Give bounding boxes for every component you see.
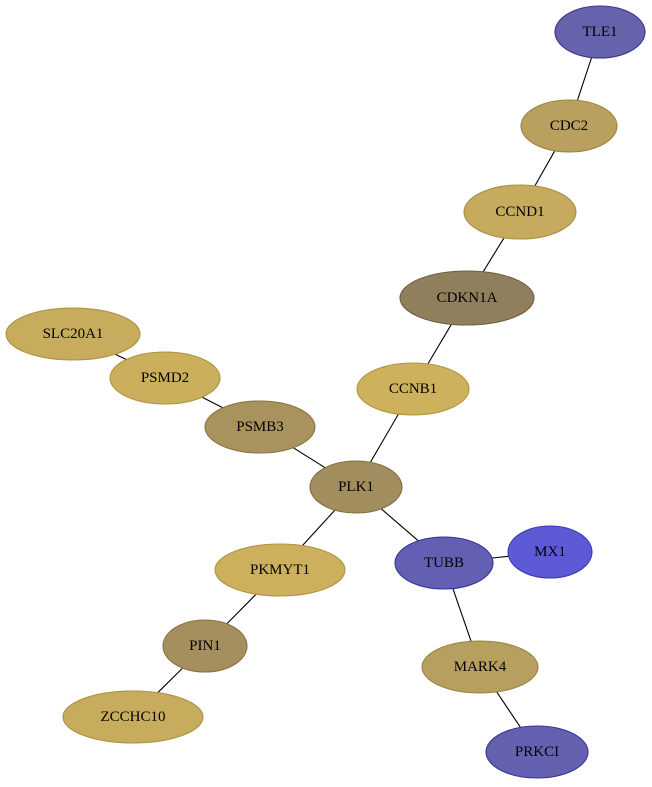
node-shape-pkmyt1[interactable]: [214, 543, 346, 597]
node-shape-cdkn1a[interactable]: [399, 270, 535, 326]
node-label-tle1: TLE1: [583, 24, 618, 40]
node-shape-plk1[interactable]: [309, 460, 403, 514]
node-label-ccnb1: CCNB1: [389, 381, 437, 397]
node-cdc2[interactable]: CDC2: [520, 99, 618, 153]
node-label-prkci: PRKCI: [515, 744, 559, 760]
node-mx1[interactable]: MX1: [507, 525, 593, 579]
node-shape-slc20a1[interactable]: [5, 307, 141, 361]
node-label-tubb: TUBB: [424, 555, 464, 571]
edge-tle1-cdc2: [576, 57, 593, 101]
edges-layer: [114, 57, 593, 728]
node-ccnd1[interactable]: CCND1: [463, 184, 577, 240]
edge-ccnb1-plk1: [369, 413, 399, 463]
node-psmb3[interactable]: PSMB3: [204, 400, 316, 454]
node-plk1[interactable]: PLK1: [309, 460, 403, 514]
node-label-cdkn1a: CDKN1A: [437, 290, 498, 306]
node-shape-mx1[interactable]: [507, 525, 593, 579]
node-label-psmd2: PSMD2: [141, 370, 189, 386]
node-shape-mark4[interactable]: [421, 640, 539, 694]
node-pkmyt1[interactable]: PKMYT1: [214, 543, 346, 597]
node-label-zcchc10: ZCCHC10: [100, 709, 165, 725]
node-cdkn1a[interactable]: CDKN1A: [399, 270, 535, 326]
node-shape-cdc2[interactable]: [520, 99, 618, 153]
node-shape-tubb[interactable]: [394, 536, 494, 590]
node-label-plk1: PLK1: [338, 479, 374, 495]
edge-ccnd1-cdkn1a: [482, 237, 505, 273]
node-shape-pin1[interactable]: [162, 619, 248, 673]
node-pin1[interactable]: PIN1: [162, 619, 248, 673]
node-shape-psmd2[interactable]: [109, 351, 221, 405]
node-label-slc20a1: SLC20A1: [43, 326, 104, 342]
edge-plk1-tubb: [380, 508, 419, 542]
node-tubb[interactable]: TUBB: [394, 536, 494, 590]
node-mark4[interactable]: MARK4: [421, 640, 539, 694]
node-shape-ccnd1[interactable]: [463, 184, 577, 240]
node-ccnb1[interactable]: CCNB1: [356, 362, 470, 416]
edge-pkmyt1-pin1: [226, 593, 257, 625]
edge-psmb3-plk1: [292, 447, 326, 469]
node-label-mark4: MARK4: [454, 659, 507, 675]
edge-pin1-zcchc10: [157, 667, 184, 694]
node-label-ccnd1: CCND1: [495, 204, 544, 220]
node-label-mx1: MX1: [534, 544, 566, 560]
node-label-pkmyt1: PKMYT1: [250, 562, 310, 578]
node-shape-ccnb1[interactable]: [356, 362, 470, 416]
edge-tubb-mark4: [452, 588, 472, 642]
node-label-cdc2: CDC2: [550, 118, 588, 134]
node-prkci[interactable]: PRKCI: [485, 725, 589, 779]
edge-plk1-pkmyt1: [301, 509, 336, 546]
edge-tubb-mx1: [492, 555, 509, 559]
edge-mark4-prkci: [496, 691, 521, 728]
edge-cdkn1a-ccnb1: [427, 324, 452, 365]
node-shape-zcchc10[interactable]: [62, 690, 204, 744]
node-label-psmb3: PSMB3: [236, 419, 284, 435]
node-shape-psmb3[interactable]: [204, 400, 316, 454]
node-shape-prkci[interactable]: [485, 725, 589, 779]
node-slc20a1[interactable]: SLC20A1: [5, 307, 141, 361]
node-zcchc10[interactable]: ZCCHC10: [62, 690, 204, 744]
edge-slc20a1-psmd2: [114, 353, 127, 360]
node-shape-tle1[interactable]: [554, 5, 646, 59]
edge-psmd2-psmb3: [201, 396, 224, 409]
edge-cdc2-ccnd1: [534, 150, 556, 187]
node-tle1[interactable]: TLE1: [554, 5, 646, 59]
node-label-pin1: PIN1: [189, 638, 221, 654]
node-psmd2[interactable]: PSMD2: [109, 351, 221, 405]
